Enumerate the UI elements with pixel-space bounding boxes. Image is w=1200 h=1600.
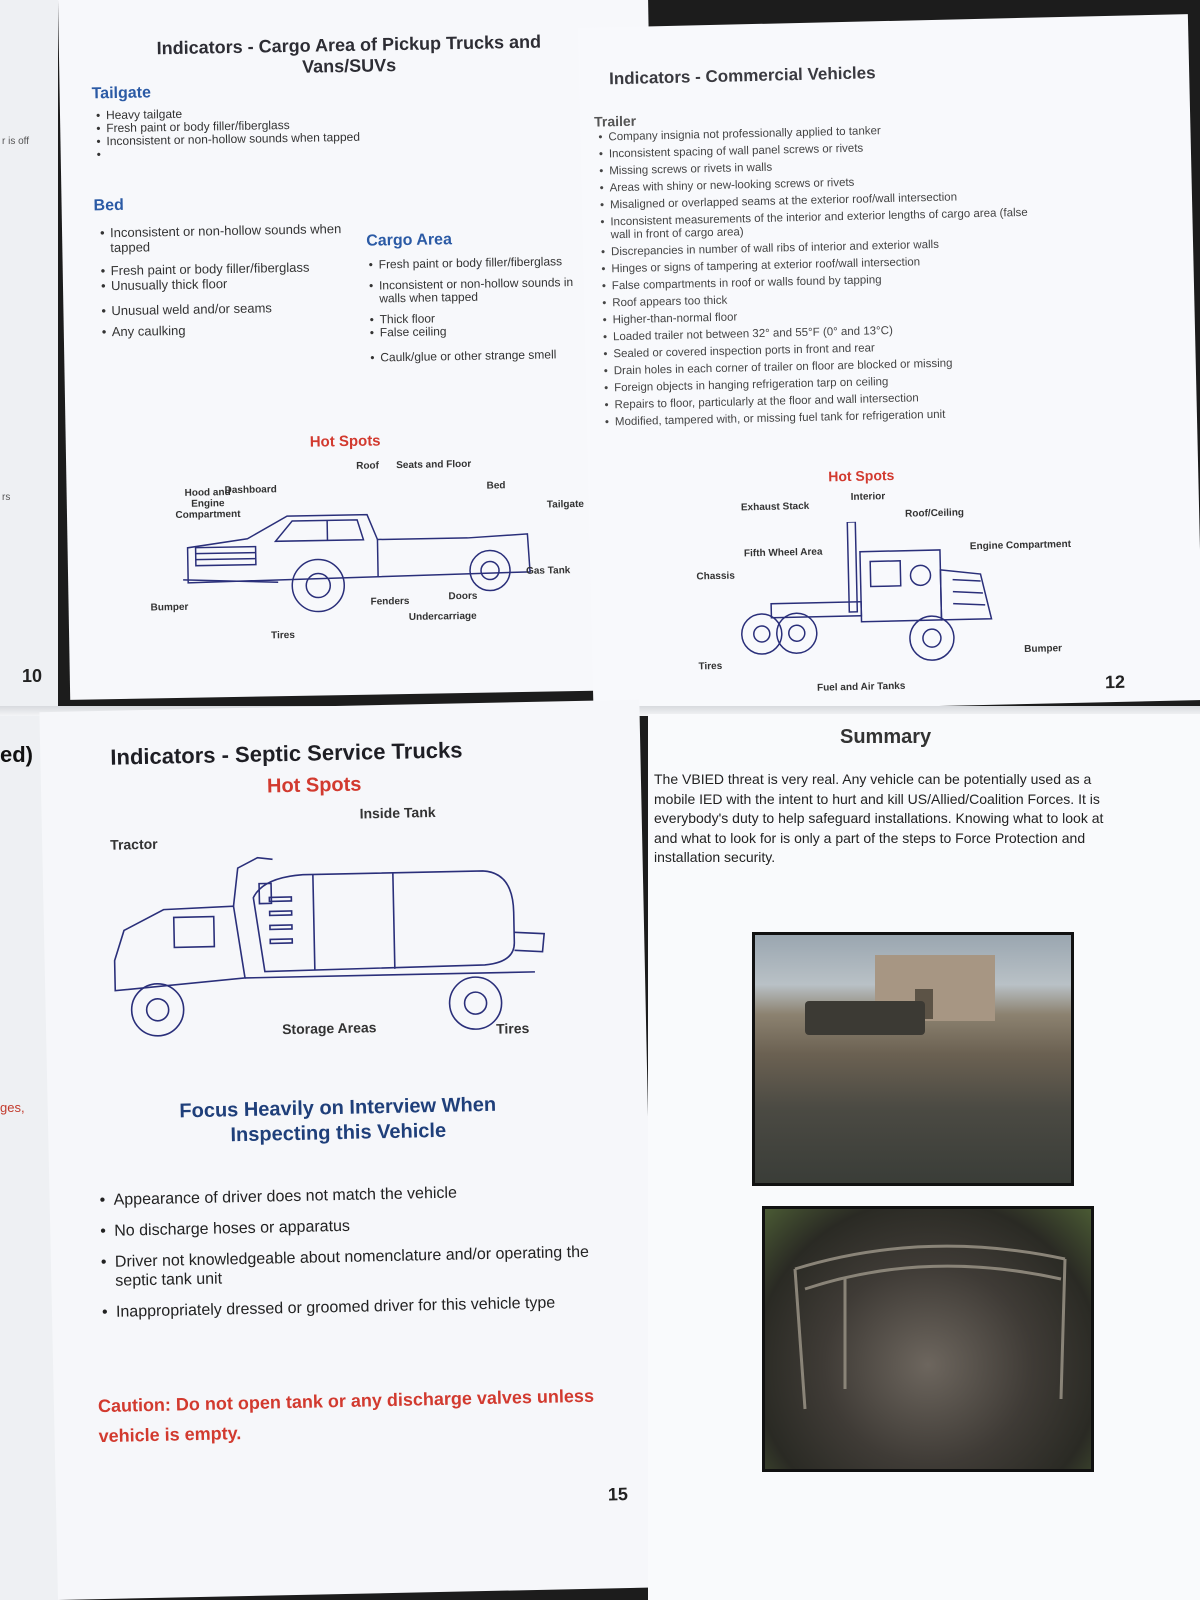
focus-heading: Focus Heavily on Interview When Inspecti… bbox=[179, 1093, 497, 1147]
label-tires: Tires bbox=[698, 660, 723, 673]
septic-truck-diagram bbox=[113, 856, 546, 1037]
wrecked-vehicle-shape bbox=[805, 1001, 925, 1035]
semi-tractor-diagram bbox=[741, 521, 993, 661]
list-item: Inappropriately dressed or groomed drive… bbox=[102, 1292, 622, 1322]
label-undercarriage: Undercarriage bbox=[408, 610, 477, 623]
section-heading-trailer: Trailer bbox=[593, 112, 637, 130]
label-chassis: Chassis bbox=[696, 570, 735, 583]
tailgate-list: Heavy tailgate Fresh paint or body fille… bbox=[96, 104, 427, 149]
page-15: Indicators - Septic Service Trucks Hot S… bbox=[39, 699, 658, 1600]
list-item: Unusually thick floor bbox=[101, 274, 351, 293]
summary-body: The VBIED threat is very real. Any vehic… bbox=[654, 771, 1104, 865]
label-tailgate: Tailgate bbox=[546, 498, 585, 511]
list-item: Inconsistent or non-hollow sounds when t… bbox=[100, 221, 350, 255]
label-roof-ceiling: Roof/Ceiling bbox=[904, 507, 965, 520]
summary-title: Summary bbox=[840, 726, 932, 748]
label-bed: Bed bbox=[486, 480, 506, 492]
pickup-truck-diagram bbox=[183, 513, 531, 613]
label-fenders: Fenders bbox=[370, 595, 410, 608]
label-gas-tank: Gas Tank bbox=[525, 565, 571, 577]
page-number: 15 bbox=[607, 1484, 629, 1505]
list-item: Driver not knowledgeable about nomenclat… bbox=[101, 1242, 622, 1291]
label-tractor: Tractor bbox=[110, 835, 158, 853]
label-roof: Roof bbox=[356, 460, 380, 472]
label-fuel-air-tanks: Fuel and Air Tanks bbox=[816, 680, 906, 694]
label-tires: Tires bbox=[495, 1020, 530, 1037]
list-item: Unusual weld and/or seams bbox=[101, 299, 351, 318]
section-heading-tailgate: Tailgate bbox=[91, 84, 152, 103]
caution-text: Caution: Do not open tank or any dischar… bbox=[97, 1385, 595, 1447]
burned-vehicle-photo bbox=[762, 1206, 1094, 1472]
label-bumper: Bumper bbox=[150, 601, 189, 614]
page-12: Indicators - Commercial Vehicles Trailer… bbox=[578, 14, 1200, 714]
page-number: 10 bbox=[22, 666, 43, 686]
page-title: Indicators - Commercial Vehicles bbox=[608, 63, 876, 89]
driver-indicator-list: Appearance of driver does not match the … bbox=[99, 1180, 622, 1322]
page-number: 12 bbox=[1104, 671, 1126, 693]
list-item: Fresh paint or body filler/fiberglass bbox=[369, 254, 579, 272]
summary-page: Summary The VBIED threat is very real. A… bbox=[648, 714, 1200, 1600]
label-fifth-wheel: Fifth Wheel Area bbox=[743, 546, 823, 560]
list-item: Inconsistent or non-hollow sounds in wal… bbox=[369, 275, 579, 306]
list-item: False ceiling bbox=[370, 323, 580, 340]
section-heading-cargo: Cargo Area bbox=[366, 231, 453, 250]
cargo-list: Fresh paint or body filler/fiberglass In… bbox=[369, 254, 581, 365]
label-exhaust-stack: Exhaust Stack bbox=[740, 500, 810, 514]
hot-spots-heading: Hot Spots bbox=[266, 773, 362, 798]
side-fragment: ges, bbox=[0, 1100, 25, 1115]
page-11: Indicators - Cargo Area of Pickup Trucks… bbox=[58, 0, 661, 700]
list-item: No discharge hoses or apparatus bbox=[100, 1211, 620, 1241]
label-interior: Interior bbox=[850, 491, 886, 503]
vehicle-frame-lines bbox=[793, 1244, 1067, 1410]
label-doors: Doors bbox=[448, 590, 478, 603]
side-fragment: ed) bbox=[0, 742, 33, 767]
label-seats: Seats and Floor bbox=[396, 458, 472, 472]
label-dashboard: Dashboard bbox=[224, 484, 277, 497]
page-title: Indicators - Septic Service Trucks bbox=[110, 737, 463, 770]
blast-site-photo bbox=[752, 932, 1074, 1186]
trailer-indicator-list: Company insignia not professionally appl… bbox=[598, 122, 1045, 430]
label-storage-areas: Storage Areas bbox=[281, 1019, 377, 1038]
label-tires: Tires bbox=[271, 629, 295, 642]
list-item: Any caulking bbox=[102, 320, 352, 339]
list-item: Caulk/glue or other strange smell bbox=[370, 347, 580, 365]
list-item: Appearance of driver does not match the … bbox=[99, 1180, 619, 1210]
side-fragment: r is off bbox=[2, 136, 30, 147]
label-engine: Engine Compartment bbox=[969, 538, 1072, 553]
hot-spots-heading: Hot Spots bbox=[309, 432, 381, 451]
label-inside-tank: Inside Tank bbox=[359, 803, 436, 822]
label-bumper: Bumper bbox=[1024, 643, 1063, 656]
bed-list: Inconsistent or non-hollow sounds when t… bbox=[100, 221, 352, 339]
hot-spots-heading: Hot Spots bbox=[828, 466, 895, 485]
side-fragment: rs bbox=[2, 492, 11, 503]
section-heading-bed: Bed bbox=[93, 196, 124, 215]
page-title: Indicators - Cargo Area of Pickup Trucks… bbox=[156, 31, 542, 77]
